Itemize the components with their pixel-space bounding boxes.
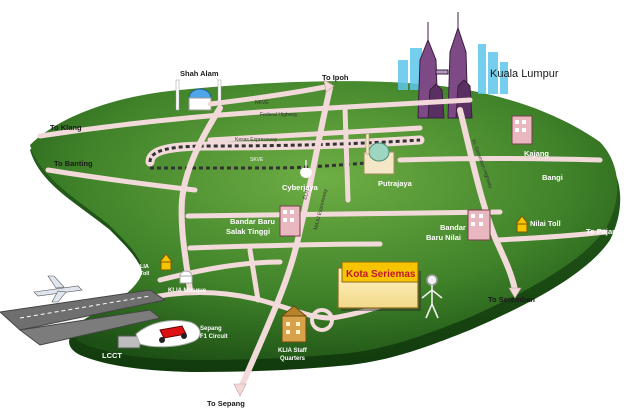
- kuala-lumpur-label: Kuala Lumpur: [490, 68, 559, 80]
- nilai-label-1: Bandar: [440, 223, 466, 232]
- to-klang-label: To Klang: [50, 123, 82, 132]
- kota-seriemas-title: Kota Seriemas: [346, 269, 416, 280]
- cyberjaya-label: Cyberjaya: [282, 183, 319, 192]
- road-arrows: [233, 79, 522, 397]
- klia-mosque-icon: [179, 270, 193, 284]
- kajang-label: Kajang: [524, 149, 549, 158]
- klia-staff-label-1: KLIA Staff: [278, 348, 308, 354]
- kota-seriemas-sign: Kota Seriemas: [337, 261, 421, 311]
- road-network: [37, 83, 608, 393]
- skeleton-mascot-icon: [421, 274, 443, 319]
- to-banting-label: To Banting: [54, 159, 93, 168]
- airport-runways: [0, 289, 167, 346]
- klia-staff-label-2: Quarters: [280, 356, 306, 362]
- klia-toll-icon: [159, 253, 173, 271]
- klia-toll-label-2: Toll: [140, 271, 150, 277]
- highway-skve-label: SKVE: [250, 157, 264, 163]
- klia-staff-quarters-icon: [280, 305, 308, 343]
- to-pajam-label: To Pajam: [586, 227, 619, 236]
- putrajaya-label: Putrajaya: [378, 179, 413, 188]
- arrow-to-seremban-icon: [508, 287, 522, 299]
- to-ipoh-label: To Ipoh: [322, 73, 349, 82]
- sepang-circuit-icon: [135, 320, 201, 348]
- to-sepang-label: To Sepang: [207, 399, 245, 408]
- kajang-building-icon: [511, 115, 533, 145]
- nilai-toll-label: Nilai Toll: [530, 219, 561, 228]
- shah-alam-label: Shah Alam: [180, 69, 219, 78]
- highway-kesas-label: Kesas Expressway: [235, 137, 278, 143]
- klia-label: KLIA: [94, 287, 112, 296]
- sepang-circuit-label-1: Sepang: [200, 326, 222, 332]
- highway-nkve-label: NKVE: [255, 100, 269, 106]
- shah-alam-mosque-icon: [175, 79, 222, 111]
- arrow-to-ipoh-icon: [323, 79, 335, 93]
- nilai-building-icon: [467, 209, 491, 241]
- arrow-to-sepang-icon: [233, 383, 247, 397]
- nilai-label-2: Baru Nilai: [426, 233, 461, 242]
- lcct-building-icon: [117, 335, 141, 349]
- salak-tinggi-building-icon: [279, 205, 301, 237]
- klia-mosque-label: KLIA Mosque: [168, 288, 207, 294]
- salak-tinggi-label-1: Bandar Baru: [230, 217, 275, 226]
- lcct-label: LCCT: [102, 351, 122, 360]
- salak-tinggi-label-2: Salak Tinggi: [226, 227, 270, 236]
- nilai-toll-icon: [515, 215, 529, 233]
- cyberjaya-icon: [300, 160, 312, 178]
- bangi-label: Bangi: [542, 173, 563, 182]
- to-seremban-label: To Seremban: [488, 295, 535, 304]
- highway-federal-label: Federal Highway: [260, 112, 298, 118]
- putrajaya-mosque-icon: [363, 133, 395, 175]
- sepang-circuit-label-2: F1 Circuit: [200, 334, 228, 340]
- klia-toll-label-1: KLIA: [136, 264, 149, 270]
- airplane-icon: [33, 275, 83, 303]
- highway-elite-label: ELITE: [302, 185, 312, 201]
